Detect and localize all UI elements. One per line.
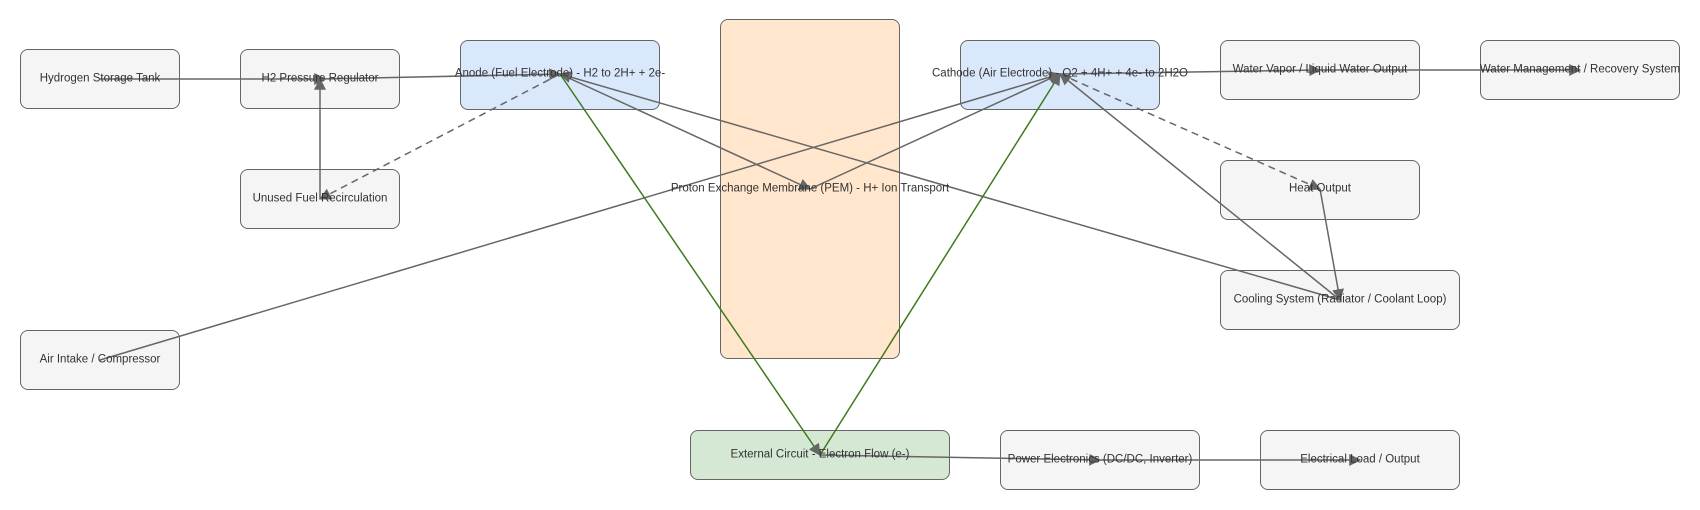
label-cathode: Cathode (Air Electrode) - O2 + 4H+ + 4e-…	[932, 67, 1188, 80]
label-unused-fuel-recirculation: Unused Fuel Recirculation	[252, 192, 388, 205]
label-water-output: Water Vapor / Liquid Water Output	[1232, 63, 1408, 76]
label-external-circuit: External Circuit - Electron Flow (e-)	[730, 448, 910, 461]
label-power-electronics: Power Electronics (DC/DC, Inverter)	[1007, 453, 1193, 466]
label-electrical-load: Electrical Load / Output	[1300, 453, 1420, 466]
label-cooling-system: Cooling System (Radiator / Coolant Loop)	[1233, 293, 1447, 306]
label-hydrogen-storage-tank: Hydrogen Storage Tank	[39, 72, 161, 85]
label-anode: Anode (Fuel Electrode) - H2 to 2H+ + 2e-	[454, 67, 666, 80]
label-air-intake: Air Intake / Compressor	[39, 353, 161, 366]
label-water-management: Water Management / Recovery System	[1479, 63, 1681, 76]
label-heat-output: Heat Output	[1288, 182, 1352, 195]
label-pem: Proton Exchange Membrane (PEM) - H+ Ion …	[670, 182, 950, 195]
label-h2-pressure-regulator: H2 Pressure Regulator	[261, 72, 379, 85]
